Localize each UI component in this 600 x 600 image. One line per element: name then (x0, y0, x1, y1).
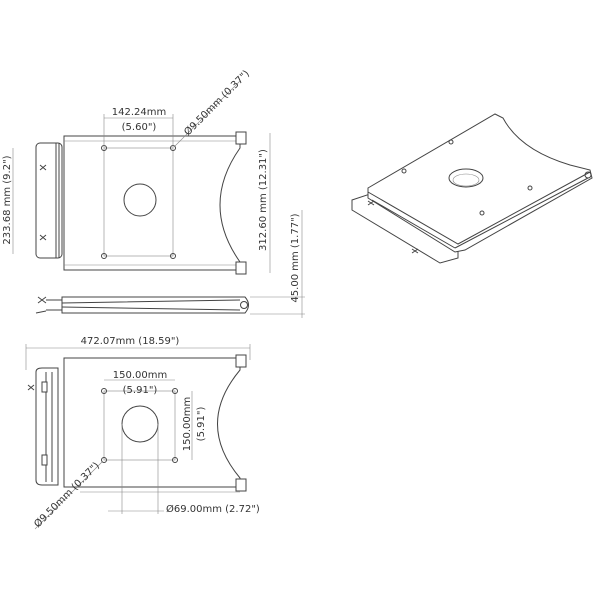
dim-height: 45.00 mm (1.77") (290, 213, 301, 302)
dim-clamp-length: 233.68 mm (9.2") (2, 155, 13, 244)
bottom-view: 472.07mm (18.59") 150.00mm (5.91") 150.0… (25, 336, 260, 530)
clamp-tab (35, 142, 63, 259)
dim-plate-length: 312.60 mm (12.31") (258, 149, 269, 251)
wing-nut-icon (39, 164, 47, 241)
wing-nut-icon (27, 384, 35, 391)
isometric-view (351, 113, 593, 264)
dim-hole-diameter: Ø9.50mm (0.37") (182, 68, 252, 138)
dim-hole-spacing-v: 150.00mm (182, 397, 193, 451)
dim-hole-spacing-v-in: (5.91") (196, 407, 207, 442)
dim-hole-spacing-h-in: (5.91") (123, 385, 158, 396)
dim-hole-spacing-in: (5.60") (122, 122, 157, 133)
dim-center-hole-diameter: Ø69.00mm (2.72") (166, 503, 260, 515)
bolt-icon (235, 131, 247, 145)
dim-overall-width: 472.07mm (18.59") (81, 336, 180, 347)
center-hole (123, 183, 157, 217)
plate-outline (63, 135, 241, 271)
bolt-icon (235, 261, 247, 275)
dim-hole-spacing: 142.24mm (112, 107, 166, 118)
top-view: 142.24mm (5.60") Ø9.50mm (0.37") 233.68 … (2, 68, 271, 275)
dim-hole-spacing-h: 150.00mm (113, 370, 167, 381)
wing-nut-icon (35, 296, 62, 314)
wing-nut-icon (367, 200, 419, 254)
bolt-icon (235, 478, 247, 492)
bolt-icon (235, 354, 247, 368)
side-view: 45.00 mm (1.77") (35, 210, 305, 318)
